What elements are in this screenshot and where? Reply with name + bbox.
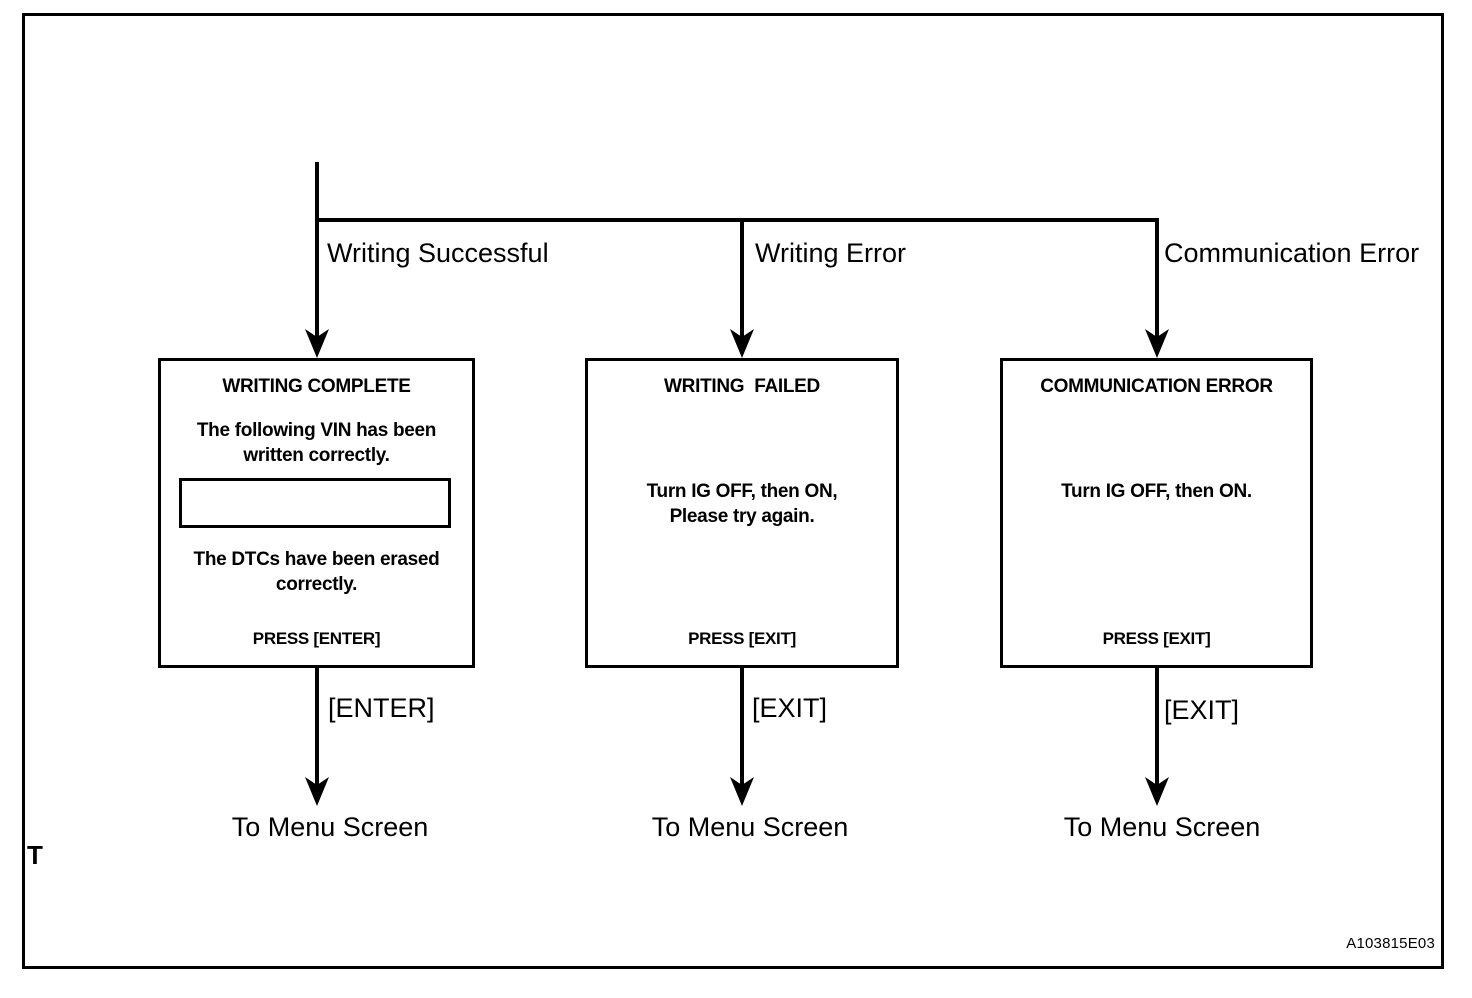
arrowhead-branch2 — [730, 329, 754, 358]
diagram-border — [22, 13, 1444, 969]
figure-code: A103815E03 — [1346, 935, 1435, 952]
screen-message: Turn IG OFF, then ON, Please try again. — [646, 481, 838, 527]
screen-title: COMMUNICATION ERROR — [1040, 376, 1273, 397]
destination-label-2: To Menu Screen — [651, 812, 849, 842]
screen-message: Turn IG OFF, then ON. — [1061, 481, 1252, 502]
press-exit-label: PRESS [EXIT] — [1102, 629, 1211, 648]
arrowhead-exit2 — [730, 777, 754, 806]
vin-display-field — [179, 478, 451, 528]
screen-message-bottom: The DTCs have been erased correctly. — [193, 549, 440, 595]
arrowhead-branch1 — [305, 329, 329, 358]
press-exit-label: PRESS [EXIT] — [688, 629, 796, 648]
branch-label-communication-error: Communication Error — [1164, 238, 1420, 268]
screen-writing-failed: WRITING FAILED Turn IG OFF, then ON, Ple… — [585, 358, 899, 668]
branch-label-writing-successful: Writing Successful — [327, 238, 549, 268]
screen-writing-complete: WRITING COMPLETE The following VIN has b… — [158, 358, 475, 668]
screen-title: WRITING COMPLETE — [222, 376, 411, 397]
branch-label-writing-error: Writing Error — [755, 238, 907, 268]
arrowhead-branch3 — [1145, 329, 1169, 358]
screen-communication-error: COMMUNICATION ERROR Turn IG OFF, then ON… — [1000, 358, 1313, 668]
action-label-exit-2: [EXIT] — [752, 693, 828, 723]
action-label-exit-3: [EXIT] — [1164, 695, 1240, 725]
destination-label-3: To Menu Screen — [1063, 812, 1261, 842]
press-enter-label: PRESS [ENTER] — [252, 629, 381, 648]
screen-message-top: The following VIN has been written corre… — [196, 420, 437, 466]
screen-title: WRITING FAILED — [664, 376, 820, 397]
corner-mark-t: T — [27, 840, 43, 870]
action-label-enter: [ENTER] — [328, 693, 435, 723]
destination-label-1: To Menu Screen — [231, 812, 429, 842]
arrowhead-exit1 — [305, 777, 329, 806]
arrowhead-exit3 — [1145, 777, 1169, 806]
